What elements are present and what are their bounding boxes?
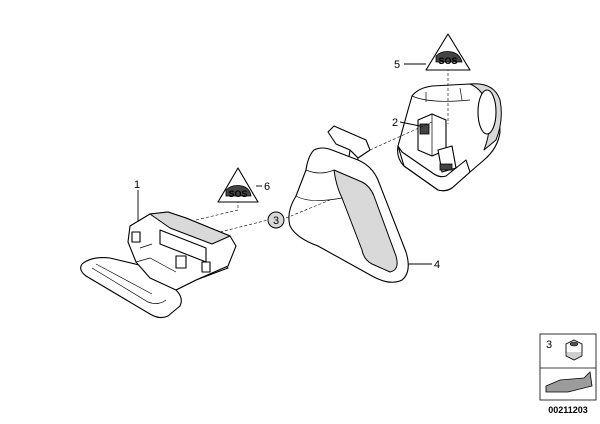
part-2-module — [397, 83, 502, 192]
warning-sign-top-text: SOS — [438, 56, 457, 66]
callout-3-circled: 3 — [267, 211, 285, 229]
legend-box: 3 — [539, 333, 597, 401]
callout-4: 4 — [434, 259, 440, 271]
legend-number: 3 — [546, 339, 552, 351]
callout-5: 5 — [394, 59, 400, 71]
warning-sign-left-text: SOS — [228, 189, 247, 199]
arrow-icon — [545, 371, 593, 393]
callout-1: 1 — [134, 179, 140, 191]
callout-6: 6 — [264, 181, 270, 193]
part-4-cover — [288, 125, 409, 283]
document-number: 00211203 — [548, 405, 588, 415]
warning-sign-left: SOS — [217, 167, 259, 203]
callout-2: 2 — [392, 117, 398, 129]
assembly-lines — [195, 68, 449, 233]
warning-sign-top: SOS — [425, 33, 471, 71]
callout-3: 3 — [273, 215, 279, 227]
leader-lines — [137, 63, 432, 265]
nut-icon — [565, 339, 583, 361]
part-1-bracket — [80, 211, 237, 319]
